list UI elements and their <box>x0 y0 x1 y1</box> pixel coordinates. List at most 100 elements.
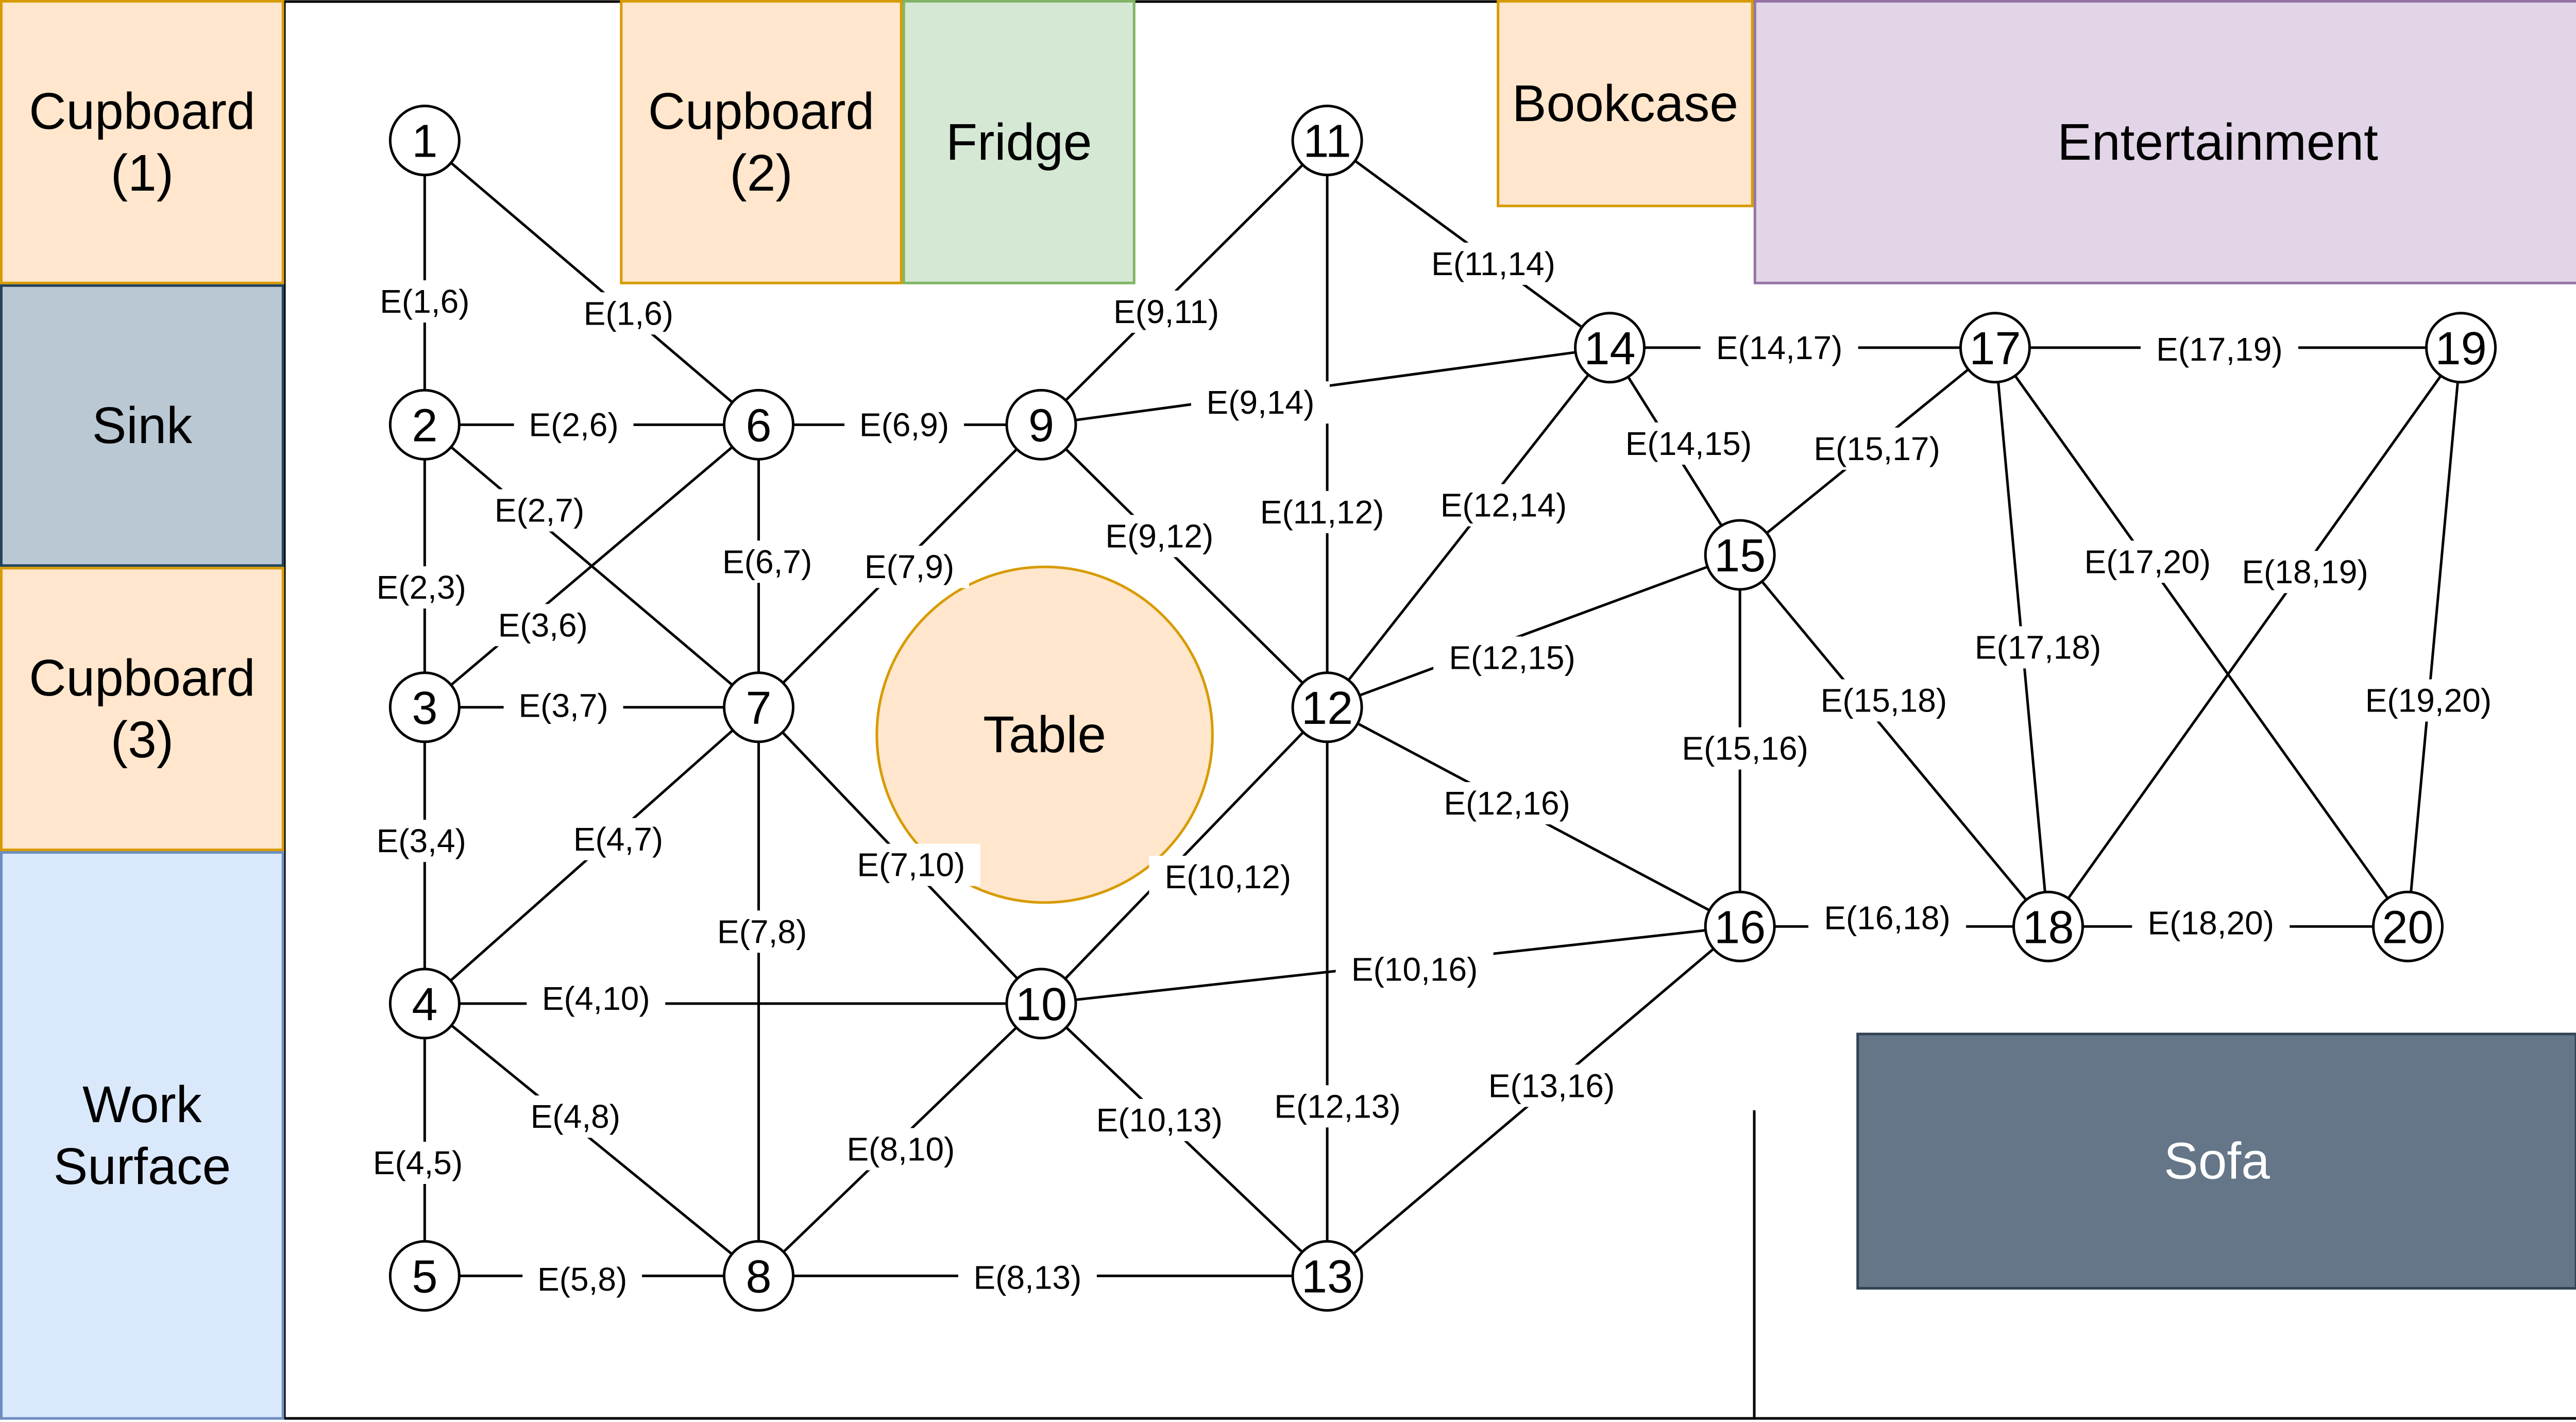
sink-shape <box>0 284 284 567</box>
edge-label-6-9: E(6,9) <box>844 403 964 446</box>
edge-label-6-7: E(6,7) <box>707 540 827 583</box>
edge-label-text: E(1,6) <box>380 283 469 320</box>
node-label: 3 <box>412 683 437 734</box>
node-8: 8 <box>723 1240 795 1312</box>
cupboard-shape <box>0 567 284 852</box>
node-4: 4 <box>388 968 461 1040</box>
edge-label-text: E(16,18) <box>1824 900 1950 937</box>
node-label: 13 <box>1301 1251 1353 1302</box>
edge-label-text: E(7,10) <box>857 847 965 884</box>
node-19: 19 <box>2425 312 2497 384</box>
node-20: 20 <box>2372 890 2444 962</box>
edge-label-12-13: E(12,13) <box>1259 1085 1417 1128</box>
node-circle <box>1005 968 1077 1040</box>
node-circle <box>388 671 461 743</box>
node-label: 18 <box>2022 902 2074 953</box>
edge-label-bg <box>1609 422 1768 465</box>
node-label: 9 <box>1028 400 1054 451</box>
edge-label-text: E(9,12) <box>1105 517 1213 554</box>
edge-label-text: E(3,7) <box>518 687 608 724</box>
edge-label-7-10: E(7,10) <box>841 843 980 886</box>
edge-label-text: E(18,20) <box>2148 905 2274 942</box>
edge-label-layer: E(1,6)E(1,6)E(2,6)E(2,7)E(2,3)E(3,6)E(3,… <box>358 242 2507 1301</box>
edge-label-bg <box>1798 427 1956 470</box>
edge-label-bg <box>702 910 822 953</box>
edge-label-18-20: E(18,20) <box>2132 902 2290 944</box>
node-circle <box>1291 105 1363 177</box>
edge-label-11-14: E(11,14) <box>1414 242 1572 285</box>
node-circle <box>388 1240 461 1312</box>
edge-label-9-14: E(9,14) <box>1191 381 1330 424</box>
edge-label-13-16: E(13,16) <box>1472 1064 1631 1107</box>
edge-label-4-8: E(4,8) <box>515 1095 635 1138</box>
edge-label-10-16: E(10,16) <box>1335 948 1494 991</box>
cupboard-2-label-line-1: Cupboard <box>648 82 874 140</box>
edge-label-text: E(15,17) <box>1814 430 1940 467</box>
edge-label-text: E(4,5) <box>373 1144 463 1181</box>
edge-label-12-15: E(12,15) <box>1433 636 1591 679</box>
edge-label-text: E(15,18) <box>1821 682 1947 719</box>
node-5: 5 <box>388 1240 461 1312</box>
edge-label-9-11: E(9,11) <box>1097 290 1236 333</box>
node-2: 2 <box>388 388 461 461</box>
edge-label-bg <box>1808 896 1967 939</box>
edge-label-7-9: E(7,9) <box>850 546 970 588</box>
node-circle <box>388 105 461 177</box>
edge-label-text: E(3,6) <box>498 606 588 644</box>
edge-label-text: E(3,4) <box>377 822 466 859</box>
edge-label-4-5: E(4,5) <box>358 1141 478 1184</box>
node-circle <box>1704 519 1776 591</box>
bookcase-label-line-1: Bookcase <box>1512 75 1738 132</box>
edge-label-bg <box>1335 948 1494 991</box>
node-label: 6 <box>746 400 772 451</box>
edge-label-3-6: E(3,6) <box>483 604 603 647</box>
node-circle <box>723 388 795 461</box>
edge-label-bg <box>1700 326 1858 369</box>
node-circle <box>723 671 795 743</box>
edge-label-14-17: E(14,17) <box>1700 326 1858 369</box>
edge-4-8 <box>423 1002 760 1277</box>
edge-label-text: E(4,8) <box>531 1098 620 1135</box>
edge-3-6 <box>423 424 760 708</box>
work-surface-label-line-2: Surface <box>54 1138 231 1195</box>
edge-label-text: E(9,14) <box>1207 384 1315 421</box>
node-circle <box>2372 890 2444 962</box>
edge-label-text: E(6,9) <box>859 406 949 443</box>
table-shape <box>875 565 1214 904</box>
bookcase: Bookcase <box>1497 0 1754 208</box>
edge-label-text: E(11,12) <box>1260 494 1384 531</box>
edge-label-text: E(11,14) <box>1431 245 1555 282</box>
edge-label-12-14: E(12,14) <box>1425 484 1583 527</box>
edge-label-text: E(7,9) <box>865 548 954 585</box>
node-label: 5 <box>412 1251 437 1302</box>
edge-label-text: E(15,16) <box>1682 730 1808 767</box>
edge-label-text: E(17,20) <box>2084 543 2211 580</box>
node-3: 3 <box>388 671 461 743</box>
edge-label-15-16: E(15,16) <box>1666 727 1824 770</box>
edge-label-text: E(7,8) <box>717 913 807 950</box>
edge-label-bg <box>841 843 980 886</box>
edge-label-15-18: E(15,18) <box>1805 679 1963 722</box>
edge-label-text: E(2,7) <box>495 492 584 529</box>
edge-label-bg <box>361 566 481 609</box>
edge-label-bg <box>1414 242 1572 285</box>
sofa-label-line-1: Sofa <box>2164 1132 2270 1190</box>
edge-label-bg <box>558 818 678 860</box>
node-label: 17 <box>1969 323 2021 375</box>
edge-label-2-7: E(2,7) <box>480 489 600 532</box>
node-11: 11 <box>1291 105 1363 177</box>
node-15: 15 <box>1704 519 1776 591</box>
edge-label-text: E(19,20) <box>2365 682 2492 719</box>
sink-label-line-1: Sink <box>92 397 193 454</box>
edge-label-17-19: E(17,19) <box>2140 328 2298 371</box>
entertainment: Entertainment <box>1753 0 2576 284</box>
edge-label-1-6: E(1,6) <box>568 292 688 335</box>
edge-label-19-20: E(19,20) <box>2349 679 2507 722</box>
edge-label-text: E(12,15) <box>1449 639 1575 676</box>
edge-label-bg <box>1472 1064 1631 1107</box>
edge-label-10-13: E(10,13) <box>1080 1098 1239 1141</box>
fridge-shape <box>902 0 1136 284</box>
